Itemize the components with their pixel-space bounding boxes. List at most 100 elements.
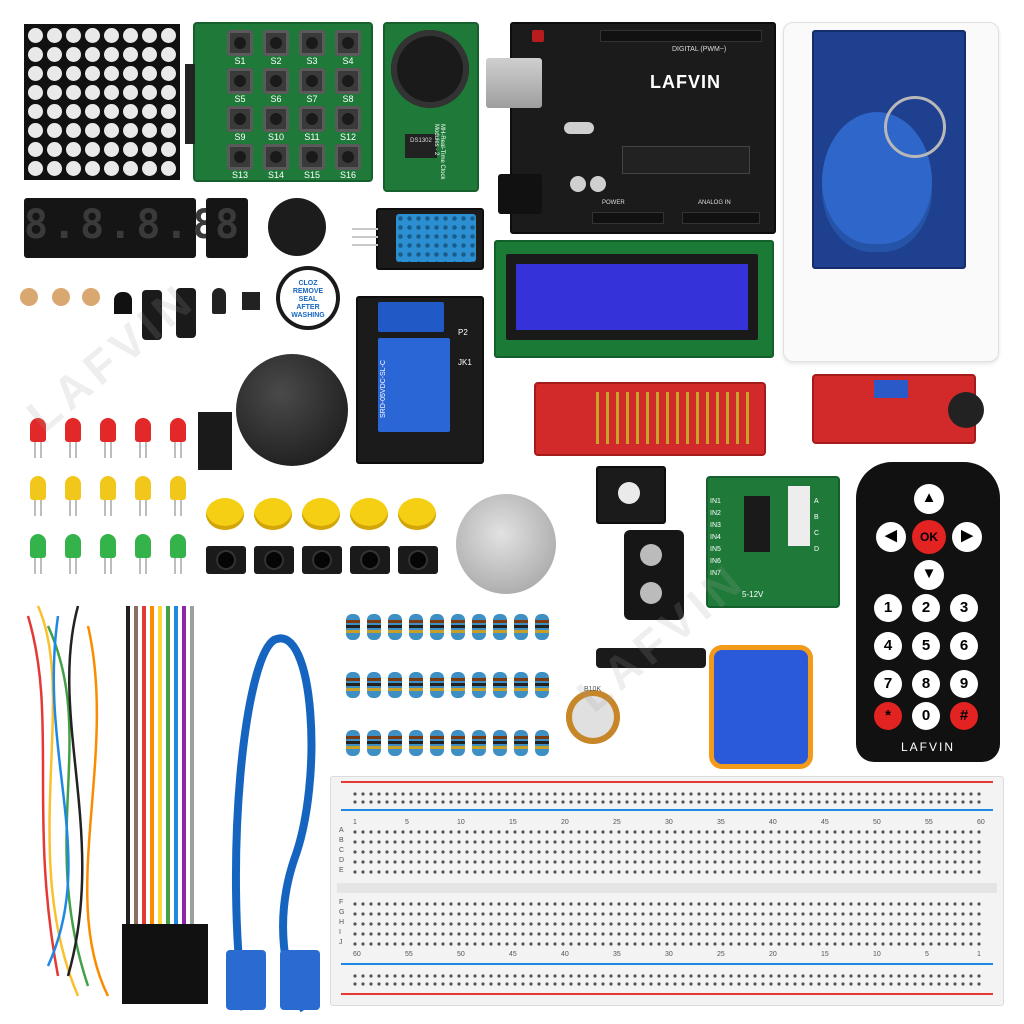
remote-hash-button[interactable]: # xyxy=(950,702,978,730)
dc-barrel-plug xyxy=(596,648,706,668)
keypad-key xyxy=(299,30,325,56)
resistor xyxy=(409,730,423,756)
column-number: 50 xyxy=(457,951,465,958)
matrix-dot xyxy=(104,85,119,100)
keypad-key xyxy=(335,68,361,94)
column-number: 20 xyxy=(561,819,569,826)
driver-phase-label: C xyxy=(814,530,820,537)
dc-jack xyxy=(498,174,542,214)
keypad-key xyxy=(263,68,289,94)
matrix-dot xyxy=(47,47,62,62)
remote-digit-button[interactable]: 8 xyxy=(912,670,940,698)
keypad-key-label: S3 xyxy=(306,56,318,66)
dht11-sensor-module xyxy=(352,208,484,270)
yellow-button-cap xyxy=(254,498,292,530)
column-number: 15 xyxy=(821,951,829,958)
remote-star-button[interactable]: * xyxy=(874,702,902,730)
rtc-module: DS1302 MH-Real-Time Clock Modules - 2 xyxy=(383,22,479,192)
matrix-dot xyxy=(28,161,43,176)
sound-sensor-module xyxy=(812,374,984,444)
keypad-key-label: S12 xyxy=(339,132,356,142)
remote-up-button[interactable]: ▲ xyxy=(914,484,944,514)
column-number: 55 xyxy=(925,819,933,826)
remote-digit-button[interactable]: 3 xyxy=(950,594,978,622)
resistor xyxy=(409,614,423,640)
column-number: 15 xyxy=(509,819,517,826)
resistor xyxy=(535,614,549,640)
resistor xyxy=(493,614,507,640)
keypad-key-label: S16 xyxy=(339,170,356,180)
remote-digit-button[interactable]: 4 xyxy=(874,632,902,660)
remote-left-button[interactable]: ◀ xyxy=(876,522,906,552)
column-number: 10 xyxy=(873,951,881,958)
remote-digit-button[interactable]: 1 xyxy=(874,594,902,622)
mcu-chip xyxy=(622,146,750,174)
matrix-dot xyxy=(123,66,138,81)
row-letter: B xyxy=(339,837,344,844)
remote-digit-button[interactable]: 9 xyxy=(950,670,978,698)
led-leg xyxy=(104,558,106,574)
matrix-dot xyxy=(142,28,157,43)
remote-digit-button[interactable]: 5 xyxy=(912,632,940,660)
remote-digit-button[interactable]: 6 xyxy=(950,632,978,660)
led-leg xyxy=(104,442,106,458)
keypad-key xyxy=(227,144,253,170)
matrix-dot xyxy=(66,47,81,62)
matrix-dot xyxy=(66,161,81,176)
remote-right-button[interactable]: ▶ xyxy=(952,522,982,552)
resistor xyxy=(493,672,507,698)
remote-digit-button[interactable]: 7 xyxy=(874,670,902,698)
matrix-dot xyxy=(47,161,62,176)
matrix-dot xyxy=(142,85,157,100)
matrix-dot xyxy=(47,142,62,157)
matrix-dot xyxy=(85,161,100,176)
column-number: 45 xyxy=(509,951,517,958)
resistor xyxy=(409,672,423,698)
remote-down-button[interactable]: ▼ xyxy=(914,560,944,590)
led-leg xyxy=(174,442,176,458)
keypad-key xyxy=(263,106,289,132)
tactile-push-button xyxy=(350,546,390,574)
matrix-dot xyxy=(85,28,100,43)
led xyxy=(30,418,46,442)
matrix-dot xyxy=(47,66,62,81)
matrix-dot xyxy=(85,47,100,62)
keypad-key-label: S9 xyxy=(234,132,246,142)
uno-board: DIGITAL (PWM~) LAFVIN POWER ANALOG IN xyxy=(486,22,776,234)
matrix-dot xyxy=(123,104,138,119)
remote-ok-button[interactable]: OK xyxy=(912,520,946,554)
remote-zero-button[interactable]: 0 xyxy=(912,702,940,730)
column-number: 35 xyxy=(717,819,725,826)
keypad-key-label: S6 xyxy=(270,94,282,104)
tactile-push-button xyxy=(398,546,438,574)
relay-body xyxy=(378,338,450,432)
sticker-line-5: WASHING xyxy=(291,312,325,319)
photoresistor-1 xyxy=(20,288,38,306)
matrix-dot xyxy=(104,123,119,138)
column-number: 25 xyxy=(717,951,725,958)
yellow-button-cap xyxy=(206,498,244,530)
buzzer-sticker: CLOZ REMOVE SEAL AFTER WASHING xyxy=(280,270,336,326)
photoresistor-2 xyxy=(52,288,70,306)
resistor xyxy=(451,614,465,640)
led-leg xyxy=(174,500,176,516)
matrix-dot xyxy=(123,161,138,176)
ir-receiver xyxy=(212,288,226,314)
led-leg xyxy=(69,442,71,458)
resistor xyxy=(451,672,465,698)
rtc-chip: DS1302 xyxy=(405,134,437,158)
remote-digit-button[interactable]: 2 xyxy=(912,594,940,622)
keypad-key xyxy=(299,68,325,94)
column-number: 10 xyxy=(457,819,465,826)
key-ring xyxy=(884,96,946,158)
breadboard-center-channel xyxy=(337,883,997,893)
matrix-dot xyxy=(104,66,119,81)
led-leg xyxy=(180,500,182,516)
row-letter: E xyxy=(339,867,344,874)
column-number: 30 xyxy=(665,951,673,958)
resistor xyxy=(514,672,528,698)
segment-digit: 8 xyxy=(214,202,240,248)
keypad-key-label: S8 xyxy=(342,94,354,104)
